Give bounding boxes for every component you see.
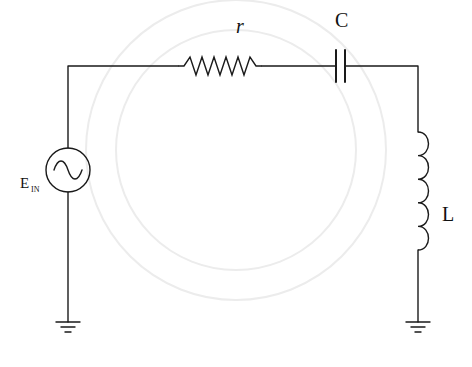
capacitor-label: C [335, 10, 348, 30]
source-label: E [20, 176, 29, 191]
ground-symbol [56, 322, 80, 332]
wire [262, 65, 336, 66]
resistor-label: r [236, 16, 244, 36]
inductor-symbol [418, 132, 429, 250]
source-subscript: IN [31, 186, 39, 194]
inductor-label: L [442, 204, 454, 224]
resistor-symbol [178, 57, 262, 75]
watermark [86, 0, 386, 300]
wire [68, 66, 178, 148]
ac-source-symbol [46, 148, 90, 192]
wire [417, 250, 418, 322]
ground-symbol [406, 322, 430, 332]
wire [67, 192, 68, 322]
wire [345, 66, 418, 132]
ac-source-sine [54, 161, 82, 179]
capacitor-symbol [336, 50, 345, 82]
